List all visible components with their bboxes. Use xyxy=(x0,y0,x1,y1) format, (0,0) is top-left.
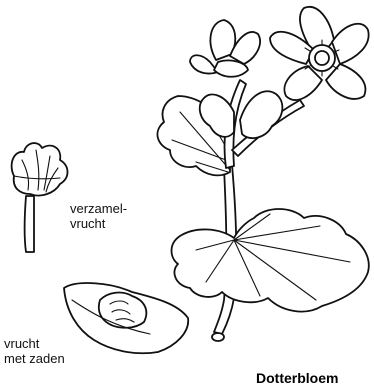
aggregate-fruit xyxy=(12,143,68,252)
open-flower xyxy=(270,7,369,100)
fruit-with-seeds-label-line-1: vrucht xyxy=(4,336,65,351)
bud-flower xyxy=(190,20,260,77)
aggregate-fruit-label: verzamel- vrucht xyxy=(70,201,127,231)
fruit-with-seeds-label-line-2: met zaden xyxy=(4,351,65,366)
page-title: Dotterbloem xyxy=(256,370,338,386)
aggregate-fruit-label-line-2: vrucht xyxy=(70,216,127,231)
aggregate-fruit-label-line-1: verzamel- xyxy=(70,201,127,216)
fruit-with-seeds xyxy=(64,283,188,353)
fruit-with-seeds-label: vrucht met zaden xyxy=(4,336,65,366)
